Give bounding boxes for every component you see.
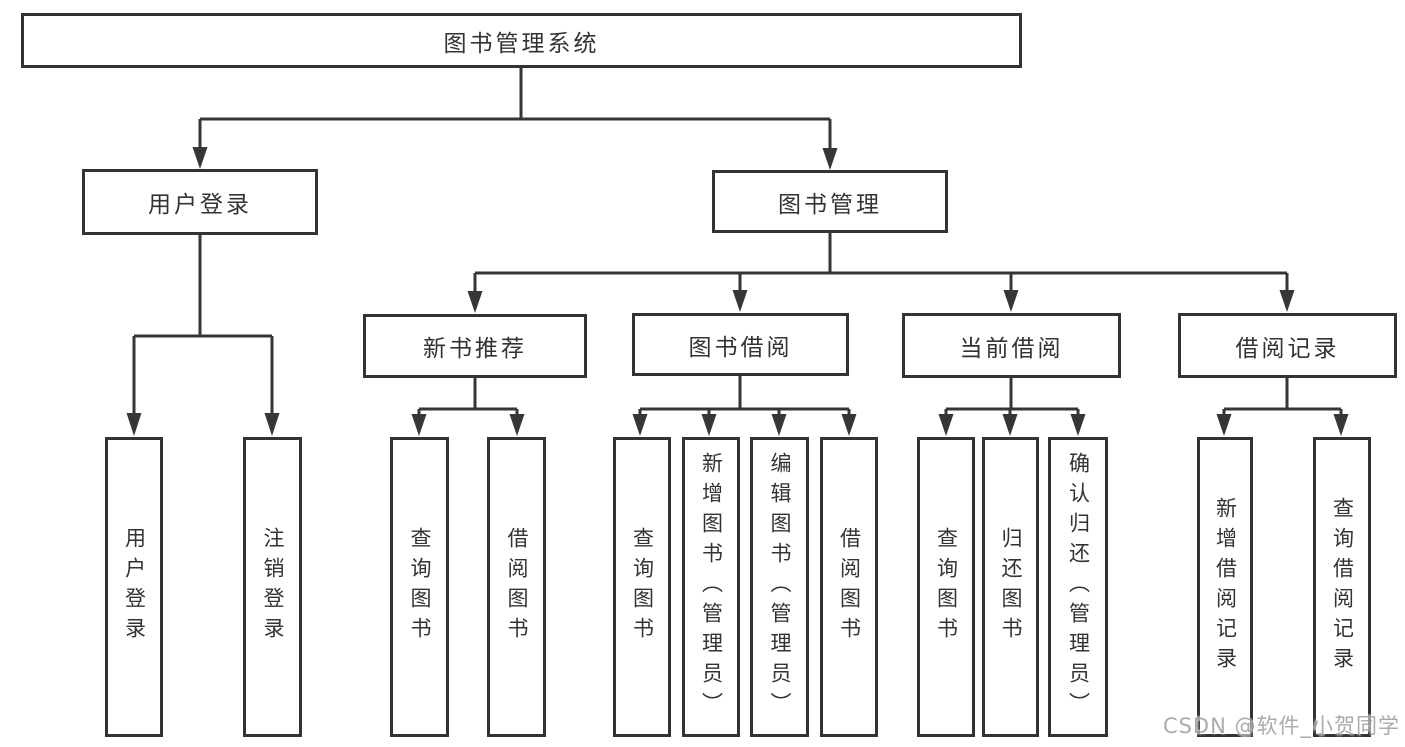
leaf-current-query-books-label: 查询图书 xyxy=(934,527,959,647)
leaf-borrowing-edit-books-admin: 编辑图书（管理员） xyxy=(750,437,809,737)
leaf-borrowing-query-books: 查询图书 xyxy=(613,437,671,737)
node-book-management: 图书管理 xyxy=(712,170,948,233)
leaf-user-login: 用户登录 xyxy=(105,437,163,737)
node-borrow-records: 借阅记录 xyxy=(1178,313,1397,378)
leaf-newbooks-borrow-books-label: 借阅图书 xyxy=(505,527,529,647)
leaf-records-query-record-label: 查询借阅记录 xyxy=(1330,497,1355,677)
node-current-borrowing-label: 当前借阅 xyxy=(959,335,1064,362)
leaf-newbooks-borrow-books: 借阅图书 xyxy=(487,437,546,737)
node-new-book-recommend-label: 新书推荐 xyxy=(423,336,527,362)
leaf-logout-label: 注销登录 xyxy=(261,527,285,647)
leaf-borrowing-query-books-label: 查询图书 xyxy=(630,527,655,647)
node-new-book-recommend: 新书推荐 xyxy=(363,314,587,378)
leaf-records-query-record: 查询借阅记录 xyxy=(1313,437,1371,737)
leaf-records-add-record: 新增借阅记录 xyxy=(1197,437,1253,737)
node-book-borrowing-label: 图书借阅 xyxy=(688,334,793,361)
leaf-borrowing-borrow-books-label: 借阅图书 xyxy=(837,527,862,647)
node-root: 图书管理系统 xyxy=(21,13,1022,68)
node-root-label: 图书管理系统 xyxy=(443,30,600,57)
node-borrow-records-label: 借阅记录 xyxy=(1235,335,1340,362)
node-book-borrowing: 图书借阅 xyxy=(632,313,849,376)
leaf-newbooks-query-books-label: 查询图书 xyxy=(408,527,432,647)
leaf-current-confirm-return-admin-label: 确认归还（管理员） xyxy=(1066,452,1091,722)
leaf-current-return-books: 归还图书 xyxy=(982,437,1039,737)
leaf-borrowing-add-books-admin-label: 新增图书（管理员） xyxy=(699,452,724,722)
leaf-records-add-record-label: 新增借阅记录 xyxy=(1213,497,1238,677)
leaf-borrowing-edit-books-admin-label: 编辑图书（管理员） xyxy=(768,452,792,722)
leaf-newbooks-query-books: 查询图书 xyxy=(390,437,449,737)
node-user-login-label: 用户登录 xyxy=(148,192,252,218)
leaf-borrowing-borrow-books: 借阅图书 xyxy=(820,437,878,737)
leaf-borrowing-add-books-admin: 新增图书（管理员） xyxy=(682,437,740,737)
node-current-borrowing: 当前借阅 xyxy=(902,313,1121,378)
leaf-user-login-label: 用户登录 xyxy=(122,527,147,647)
leaf-logout: 注销登录 xyxy=(243,437,302,737)
node-user-login: 用户登录 xyxy=(82,169,318,235)
node-book-management-label: 图书管理 xyxy=(778,191,882,218)
leaf-current-confirm-return-admin: 确认归还（管理员） xyxy=(1048,437,1108,737)
arrowhead-icons xyxy=(126,147,1349,436)
leaf-current-query-books: 查询图书 xyxy=(917,437,975,737)
leaf-current-return-books-label: 归还图书 xyxy=(999,527,1023,647)
csdn-watermark: CSDN @软件_小贺同学 xyxy=(1162,714,1400,738)
